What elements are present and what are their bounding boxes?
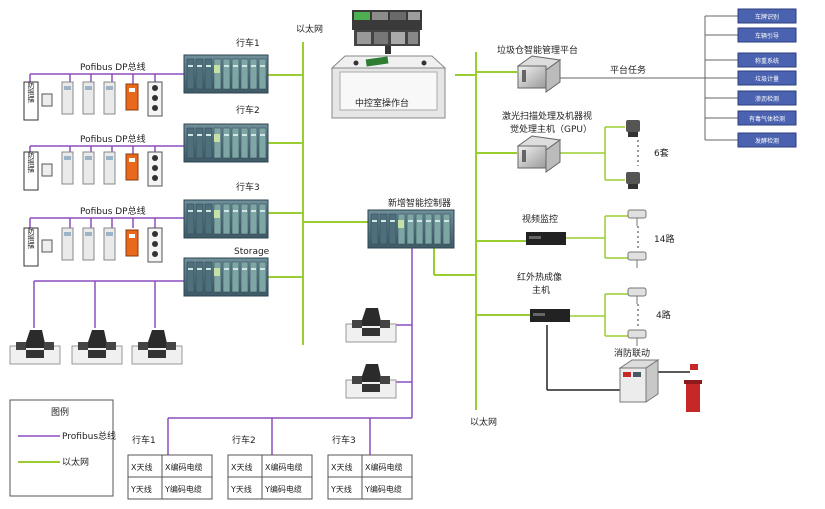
task-label: 称重系统 — [755, 57, 779, 65]
bottom-crane-name: 行车2 — [232, 434, 256, 446]
video-title: 视频监控 — [522, 213, 558, 225]
anti-sway-label: 防摇摆 — [27, 227, 35, 250]
bus3-label: Pofibus DP总线 — [80, 205, 146, 217]
fire-title: 消防联动 — [614, 347, 650, 359]
task-box: 车牌识别 — [737, 8, 797, 24]
legend-title: 图例 — [51, 406, 69, 418]
task-label: 发酵检测 — [755, 137, 779, 145]
antenna-cell: Y编码电缆 — [364, 484, 402, 494]
infrared-title-2: 主机 — [532, 284, 550, 296]
task-label: 车牌识别 — [755, 13, 779, 21]
anti-sway-label: 防摇摆 — [27, 81, 35, 104]
task-label: 渗沥检测 — [755, 95, 779, 103]
ethernet-bottom-label: 以太网 — [470, 416, 497, 428]
operator-chairs — [9, 308, 397, 399]
task-box: 垃圾计量 — [737, 70, 797, 86]
antenna-cell: Y天线 — [230, 484, 252, 494]
bus1-label: Pofibus DP总线 — [80, 61, 146, 73]
console-label: 中控室操作台 — [355, 97, 409, 109]
laser-title-1: 激光扫描处理及机器视 — [502, 110, 592, 122]
antenna-cell: X编码电缆 — [265, 462, 302, 472]
anti-sway-label: 防摇摆 — [27, 151, 35, 174]
operator-chair-icon — [9, 330, 61, 365]
operator-chair-icon — [345, 364, 397, 399]
legend-box — [9, 399, 114, 497]
antenna-cell: Y编码电缆 — [164, 484, 202, 494]
antenna-cell: Y编码电缆 — [264, 484, 302, 494]
task-box: 有毒气体检测 — [737, 110, 797, 126]
fire-pump-icon — [684, 364, 702, 412]
profibus-lines — [18, 73, 413, 455]
storage-label: Storage — [234, 247, 270, 257]
ethernet-top-label: 以太网 — [296, 23, 323, 35]
task-label: 垃圾计量 — [755, 75, 779, 83]
operator-chair-icon — [345, 308, 397, 343]
bottom-crane-name: 行车1 — [132, 434, 156, 446]
plc-rack-storage — [183, 257, 269, 297]
task-box: 渗沥检测 — [737, 90, 797, 106]
fire-panel-icon — [618, 359, 660, 403]
antenna-cell: Y天线 — [330, 484, 352, 494]
task-box: 发酵检测 — [737, 132, 797, 148]
task-connectors — [555, 15, 738, 141]
device-brackets — [560, 126, 628, 337]
task-box: 称重系统 — [737, 52, 797, 68]
laser-count: 6套 — [654, 147, 669, 159]
plc-rack-crane2 — [183, 123, 269, 163]
plc-rack-controller — [367, 209, 455, 249]
antenna-cell: X编码电缆 — [165, 462, 202, 472]
plc-racks — [183, 54, 455, 297]
plc-rack-crane1 — [183, 54, 269, 94]
task-label: 有毒气体检测 — [749, 115, 785, 123]
operator-chair-icon — [71, 330, 123, 365]
bus2-label: Pofibus DP总线 — [80, 133, 146, 145]
nvr-icon — [526, 232, 566, 245]
ethernet-lines — [268, 42, 530, 410]
task-label: 车辆引导 — [755, 32, 779, 40]
legend-ethernet: 以太网 — [62, 456, 89, 468]
plc-rack-crane3 — [183, 199, 269, 239]
crane2-label: 行车2 — [236, 104, 260, 116]
antenna-cell: X天线 — [331, 462, 352, 472]
crane1-label: 行车1 — [236, 37, 260, 49]
control-console — [330, 10, 447, 119]
infrared-count: 4路 — [656, 309, 671, 321]
crane3-label: 行车3 — [236, 181, 260, 193]
video-count: 14路 — [654, 233, 674, 245]
legend-profibus: Profibus总线 — [62, 430, 116, 442]
field-device-row: 防摇摆 — [23, 227, 163, 267]
gpu-server-icon — [516, 135, 562, 173]
camera-icon — [627, 209, 647, 346]
task-label: 平台任务 — [610, 64, 646, 76]
platform-title: 垃圾仓智能管理平台 — [497, 44, 578, 56]
laser-scanner-icon — [626, 120, 640, 189]
bottom-crane-name: 行车3 — [332, 434, 356, 446]
laser-title-2: 觉处理主机（GPU） — [510, 123, 592, 135]
task-box: 车辆引导 — [737, 27, 797, 43]
controller-label: 新增智能控制器 — [388, 197, 451, 209]
infrared-title-1: 红外热成像 — [517, 271, 562, 283]
server-icon — [516, 55, 562, 93]
field-device-row: 防摇摆 — [23, 81, 163, 121]
operator-chair-icon — [131, 330, 183, 365]
antenna-cell: X天线 — [131, 462, 152, 472]
infrared-host-icon — [530, 309, 570, 322]
antenna-cell: X天线 — [231, 462, 252, 472]
antenna-cell: X编码电缆 — [365, 462, 402, 472]
antenna-cell: Y天线 — [130, 484, 152, 494]
field-device-row: 防摇摆 — [23, 151, 163, 191]
